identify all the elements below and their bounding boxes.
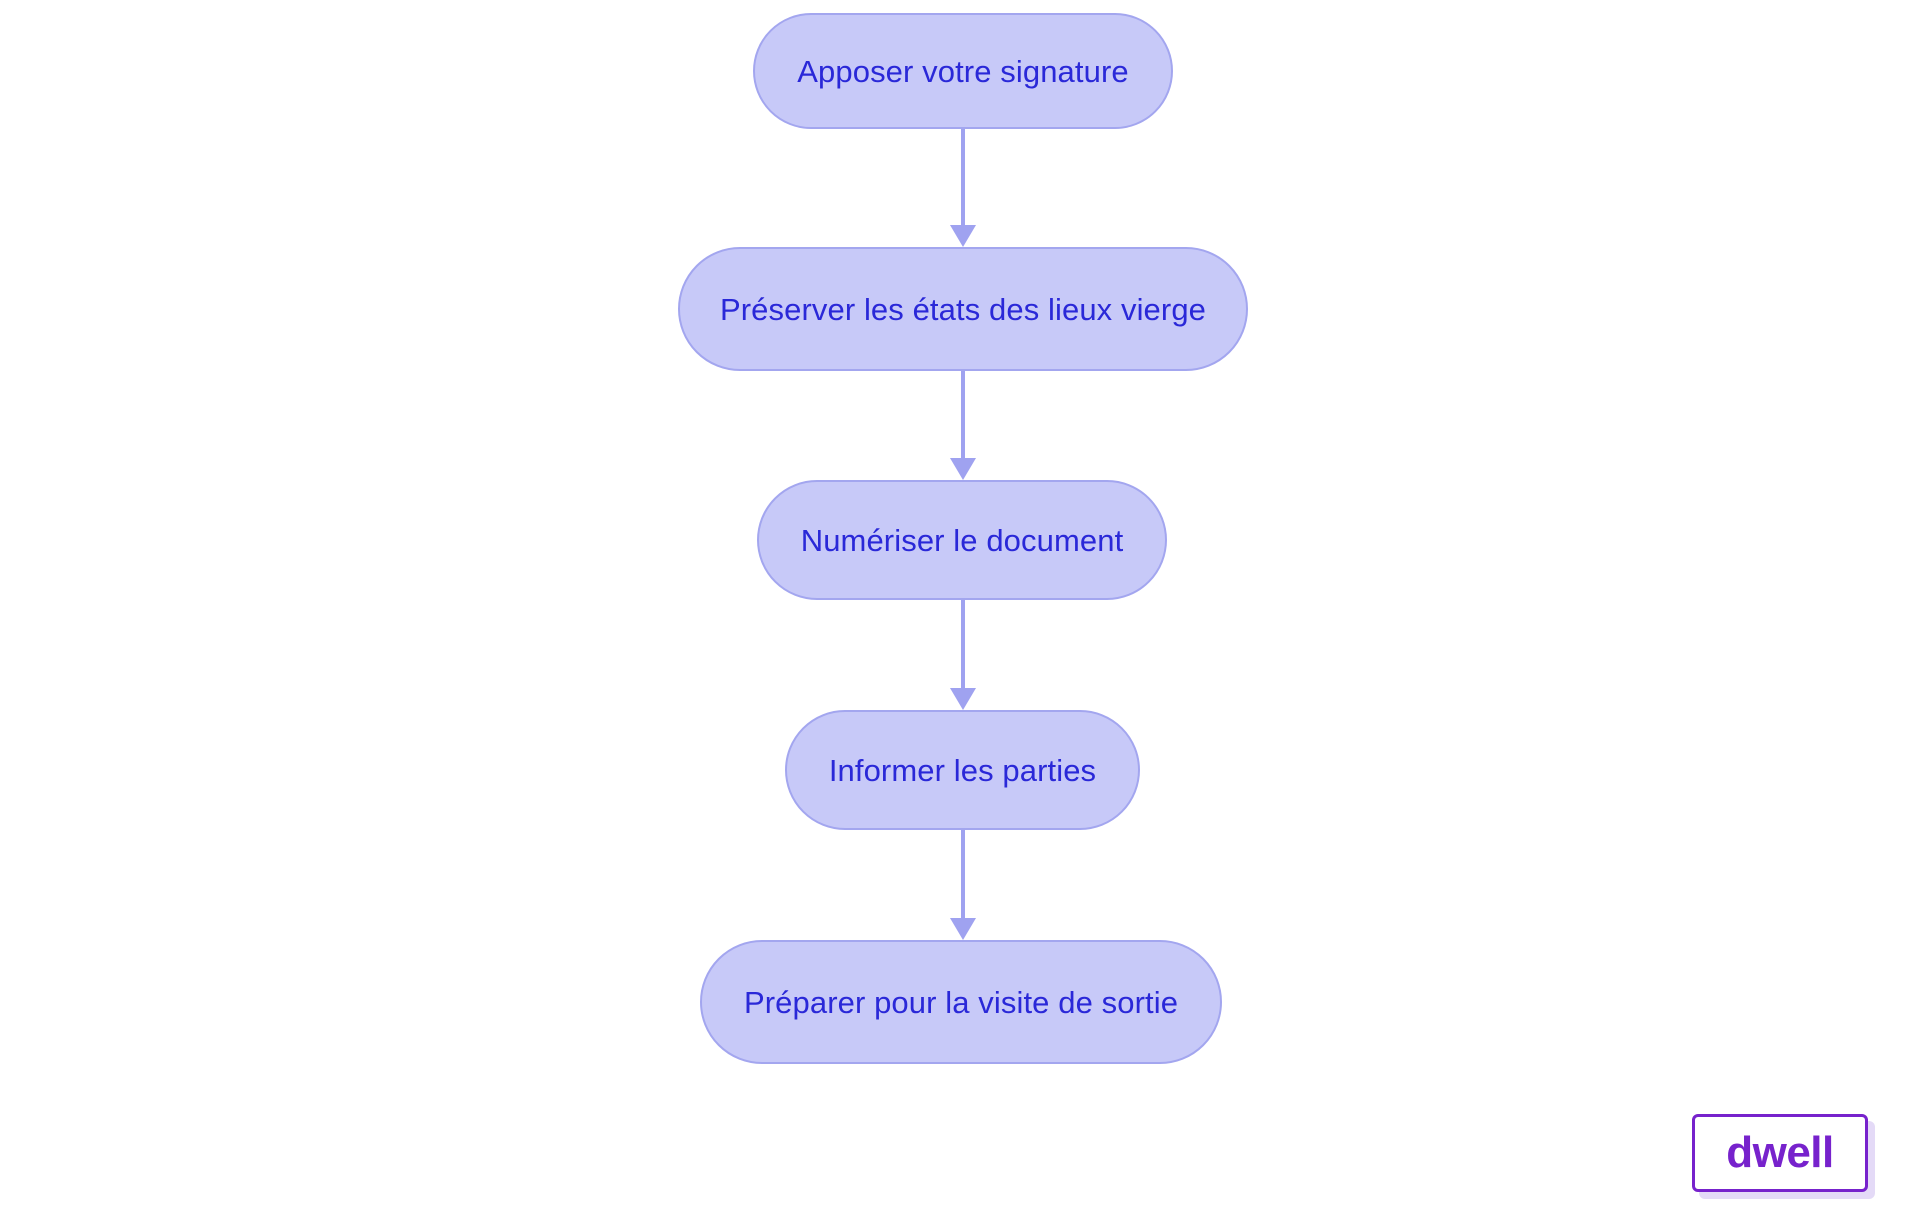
flowchart-node-apposer-votre-signature[interactable]: Apposer votre signature	[753, 13, 1173, 129]
down-arrow-icon	[950, 225, 976, 247]
node-label: Préparer pour la visite de sortie	[743, 984, 1179, 1020]
flowchart-node-numeriser-le-document[interactable]: Numériser le document	[757, 480, 1167, 600]
node-label: Apposer votre signature	[797, 53, 1129, 89]
edge-line	[961, 371, 965, 458]
edge-line	[961, 129, 965, 225]
down-arrow-icon	[950, 458, 976, 480]
flowchart-edge-2	[948, 600, 978, 710]
flowchart-node-preserver-les-etats-des-lieux-vierge[interactable]: Préserver les états des lieux vierge	[678, 247, 1248, 371]
brand-wordmark: dwell	[1726, 1128, 1834, 1177]
node-label: Préserver les états des lieux vierge	[719, 291, 1207, 327]
node-label: Informer les parties	[828, 752, 1097, 788]
flowchart-node-preparer-pour-la-visite-de-sortie[interactable]: Préparer pour la visite de sortie	[700, 940, 1222, 1064]
node-label: Numériser le document	[800, 522, 1124, 558]
flowchart-node-informer-les-parties[interactable]: Informer les parties	[785, 710, 1140, 830]
down-arrow-icon	[950, 918, 976, 940]
brand-badge-dwell[interactable]: dwell	[1692, 1114, 1868, 1192]
edge-line	[961, 600, 965, 688]
flowchart-edge-1	[948, 371, 978, 480]
edge-line	[961, 830, 965, 918]
down-arrow-icon	[950, 688, 976, 710]
flowchart-edge-0	[948, 129, 978, 247]
flowchart-edge-3	[948, 830, 978, 940]
